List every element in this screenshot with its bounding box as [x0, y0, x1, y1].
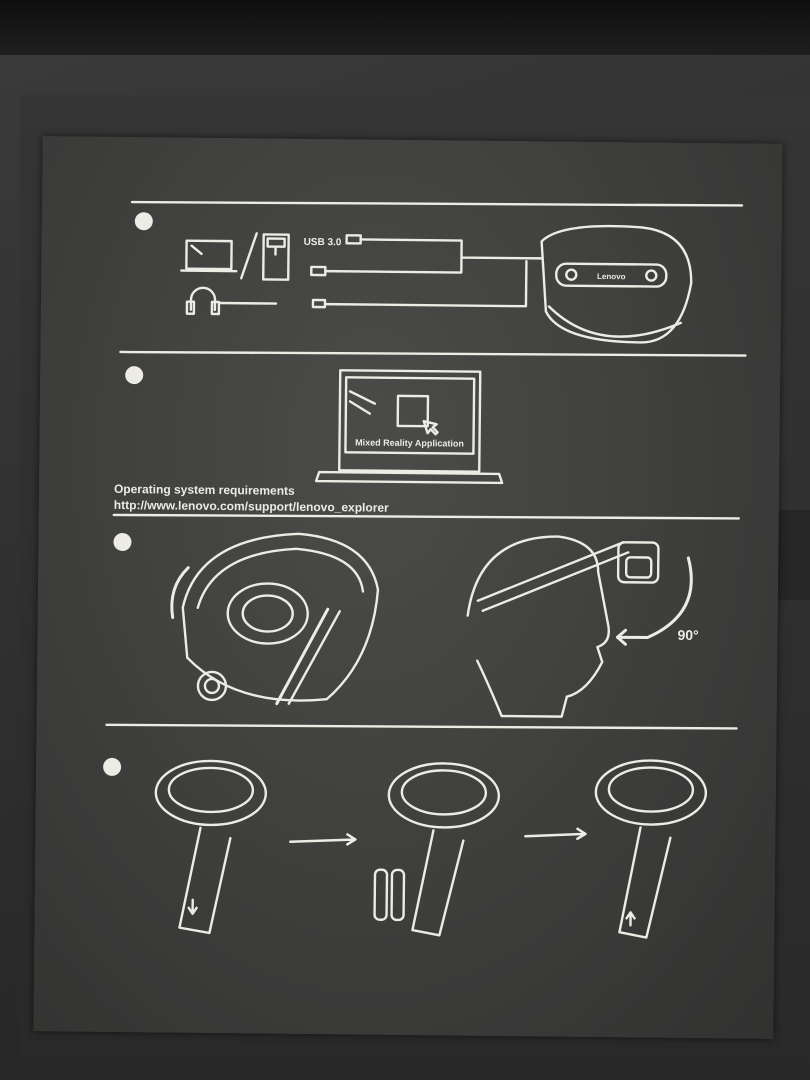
head-profile-illustration: [466, 535, 660, 718]
controller-battery-illustration: [373, 762, 501, 937]
usb-label: USB 3.0: [304, 237, 342, 248]
step-number-badge: [103, 757, 122, 776]
step-number: 4: [109, 762, 116, 774]
divider: [130, 200, 744, 207]
step-number-badge: [113, 533, 132, 552]
desktop-tower-icon: [262, 233, 290, 281]
headset-brand: Lenovo: [597, 272, 626, 281]
audio-plug-icon: [311, 298, 327, 309]
step-1: 1 USB 3.0 Lenovo: [134, 212, 693, 344]
slash-separator: [240, 232, 258, 280]
step-number-badge: [134, 212, 153, 231]
requirements-url: http://www.lenovo.com/support/lenovo_exp…: [114, 498, 389, 515]
controller-closed-illustration: [594, 759, 708, 939]
headphones-icon: [185, 286, 221, 316]
step-2: 2 Mixed Reality Application Operating sy…: [114, 366, 504, 515]
rotate-arrow-icon: [615, 556, 693, 646]
screen-label: Mixed Reality Application: [355, 437, 464, 448]
cursor-icon: [422, 419, 439, 436]
step-3: 3 90°: [113, 532, 699, 718]
divider: [112, 513, 740, 520]
divider: [105, 723, 738, 730]
controller-open-illustration: [154, 759, 268, 935]
step-number-badge: [125, 366, 144, 385]
step-number: 1: [141, 216, 147, 228]
cable-usb: [359, 238, 543, 260]
step-number: 3: [119, 537, 125, 549]
hdmi-plug-icon: [310, 265, 327, 277]
angle-label: 90°: [677, 627, 698, 643]
laptop-screen-icon: [314, 369, 504, 485]
instruction-card: 1 USB 3.0 Lenovo 2 Mixed Reality: [33, 136, 783, 1039]
headset-icon: [540, 224, 693, 344]
cable-hdmi: [324, 256, 463, 274]
step-number: 2: [131, 370, 137, 382]
arrow-right-icon: [524, 827, 587, 841]
cable-audio: [217, 260, 528, 308]
usb-plug-icon: [345, 234, 362, 245]
headband-adjust-illustration: [170, 532, 380, 706]
requirements-heading: Operating system requirements: [114, 482, 295, 498]
arrow-right-icon: [289, 833, 357, 846]
box-lid-edge: [0, 0, 810, 55]
divider: [119, 350, 747, 357]
step-4: 4: [103, 757, 708, 939]
laptop-icon: [180, 239, 238, 273]
